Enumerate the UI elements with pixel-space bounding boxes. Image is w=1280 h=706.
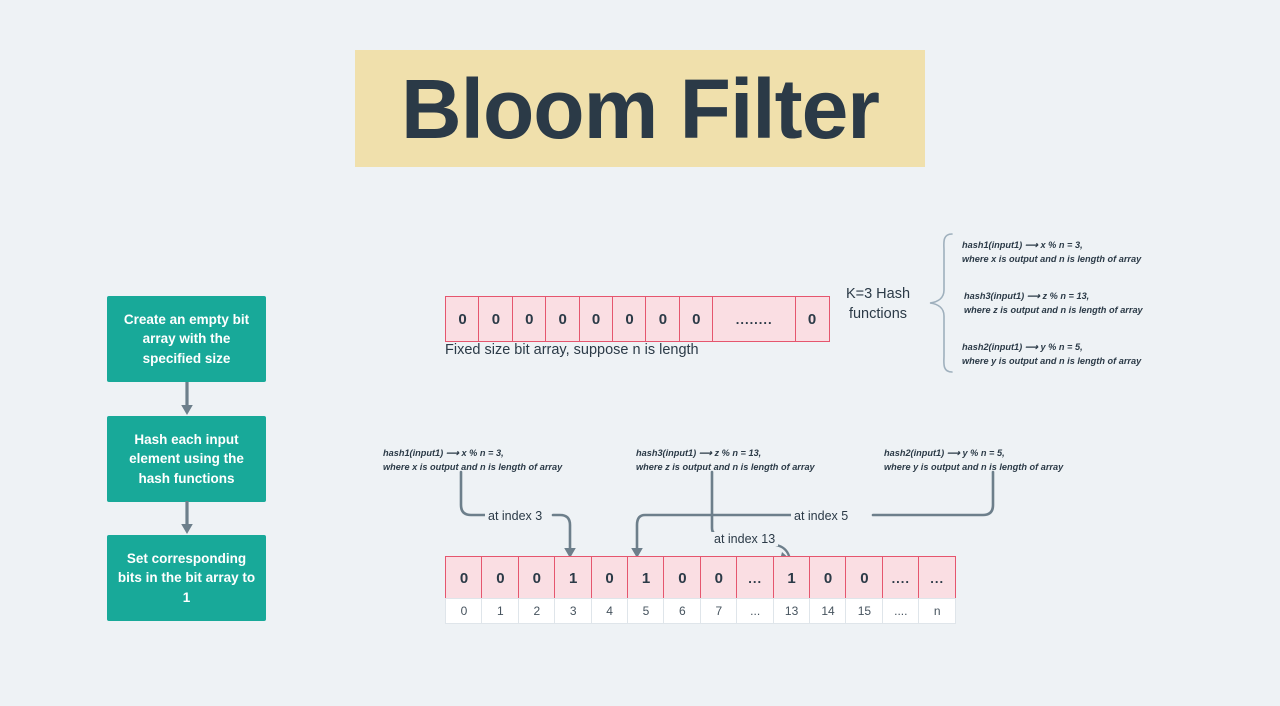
connector-hash2: [871, 470, 995, 517]
bottom-index-cell: 7: [699, 598, 738, 625]
hash-note-3: hash3(input1) ⟶ z % n = 13, where z is o…: [636, 446, 815, 475]
bottom-index-cell: 14: [809, 598, 847, 625]
flow-step-set-bits: Set corresponding bits in the bit array …: [107, 535, 266, 621]
bottom-index-cell: 1: [481, 598, 520, 625]
hash-note-where: where z is output and n is length of arr…: [636, 462, 815, 473]
top-bit-cell: 0: [794, 296, 830, 342]
index-label-13: at index 13: [711, 532, 779, 546]
bottom-index-cell: 5: [627, 598, 665, 625]
top-bit-cell: ........: [712, 296, 797, 342]
hash-legend-where: where y is output and n is length of arr…: [962, 355, 1142, 366]
bottom-bit-cell: ...: [736, 556, 775, 600]
flow-step-hash-inputs: Hash each input element using the hash f…: [107, 416, 266, 502]
bottom-bit-cell: 1: [554, 556, 593, 600]
top-bit-cell: 0: [445, 296, 480, 342]
bottom-index-cell: 13: [772, 598, 811, 625]
top-array-caption: Fixed size bit array, suppose n is lengt…: [445, 342, 699, 358]
hash-legend-formula: hash1(input1) ⟶ x % n = 3,: [962, 240, 1083, 250]
bottom-index-cell: 3: [554, 598, 593, 625]
bottom-bit-cell: 0: [699, 556, 738, 600]
bottom-bit-cell: 0: [481, 556, 520, 600]
hash-legend-formula: hash2(input1) ⟶ y % n = 5,: [962, 342, 1083, 352]
hash-note-formula: hash2(input1) ⟶ y % n = 5,: [884, 448, 1005, 458]
bottom-index-cell: 4: [590, 598, 629, 625]
bottom-bit-cell: 0: [445, 556, 483, 600]
top-bit-cell: 0: [511, 296, 547, 342]
bottom-index-cell: ....: [881, 598, 920, 625]
top-bit-cell: 0: [678, 296, 714, 342]
page-title: Bloom Filter: [400, 61, 880, 156]
hash-legend-item-1: hash1(input1) ⟶ x % n = 3, where x is ou…: [962, 239, 1141, 267]
top-bit-cell: 0: [545, 296, 581, 342]
hash-note-where: where x is output and n is length of arr…: [383, 462, 563, 473]
bottom-bit-cell: ...: [918, 556, 957, 600]
flow-step-label: Create an empty bit array with the speci…: [123, 311, 250, 366]
connector-index3-to-cell: [551, 513, 572, 555]
curly-brace-icon: [929, 233, 953, 373]
hash-note-1: hash1(input1) ⟶ x % n = 3, where x is ou…: [383, 446, 562, 475]
hash-note-formula: hash1(input1) ⟶ x % n = 3,: [383, 448, 504, 458]
top-bit-cell: 0: [612, 296, 647, 342]
bottom-bit-cell: 0: [809, 556, 847, 600]
hash-legend-where: where x is output and n is length of arr…: [962, 253, 1142, 264]
bottom-index-cell: 6: [663, 598, 702, 625]
flow-step-label: Set corresponding bits in the bit array …: [117, 550, 256, 605]
hash-note-where: where y is output and n is length of arr…: [884, 462, 1064, 473]
top-bit-cell: 0: [478, 296, 514, 342]
bottom-index-cell: 2: [517, 598, 556, 625]
top-bit-cell: 0: [645, 296, 681, 342]
connector-hash3: [710, 470, 726, 537]
hash-note-2: hash2(input1) ⟶ y % n = 5, where y is ou…: [884, 446, 1063, 475]
bottom-index-cell: ...: [736, 598, 775, 625]
bottom-bit-cell: 0: [517, 556, 556, 600]
hash-legend-item-3: hash3(input1) ⟶ z % n = 13, where z is o…: [964, 290, 1143, 318]
bottom-bit-cell: 0: [590, 556, 629, 600]
flow-step-create-bit-array: Create an empty bit array with the speci…: [107, 296, 266, 382]
top-bit-cell: 0: [578, 296, 614, 342]
bottom-index-cell: n: [918, 598, 957, 625]
k3-hash-functions-label: K=3 Hash functions: [845, 286, 911, 322]
arrow-down-icon: [181, 501, 193, 534]
title-banner: Bloom Filter: [355, 50, 925, 167]
bottom-bit-cell: 1: [772, 556, 811, 600]
connector-index13-to-cell: [774, 543, 791, 558]
index-label-3: at index 3: [485, 509, 546, 523]
bottom-bit-cell: 0: [845, 556, 884, 600]
hash-legend-item-2: hash2(input1) ⟶ y % n = 5, where y is ou…: [962, 341, 1141, 369]
bottom-index-cell: 0: [445, 598, 483, 625]
flow-step-label: Hash each input element using the hash f…: [129, 431, 244, 486]
bottom-bit-cell: ....: [881, 556, 920, 600]
hash-legend-formula: hash3(input1) ⟶ z % n = 13,: [964, 291, 1090, 301]
index-label-5: at index 5: [791, 509, 852, 523]
arrow-down-icon: [181, 382, 193, 415]
hash-legend-where: where z is output and n is length of arr…: [964, 304, 1143, 315]
hash-note-formula: hash3(input1) ⟶ z % n = 13,: [636, 448, 762, 458]
bottom-bit-cell: 1: [627, 556, 665, 600]
bottom-index-cell: 15: [845, 598, 884, 625]
bottom-bit-cell: 0: [663, 556, 702, 600]
